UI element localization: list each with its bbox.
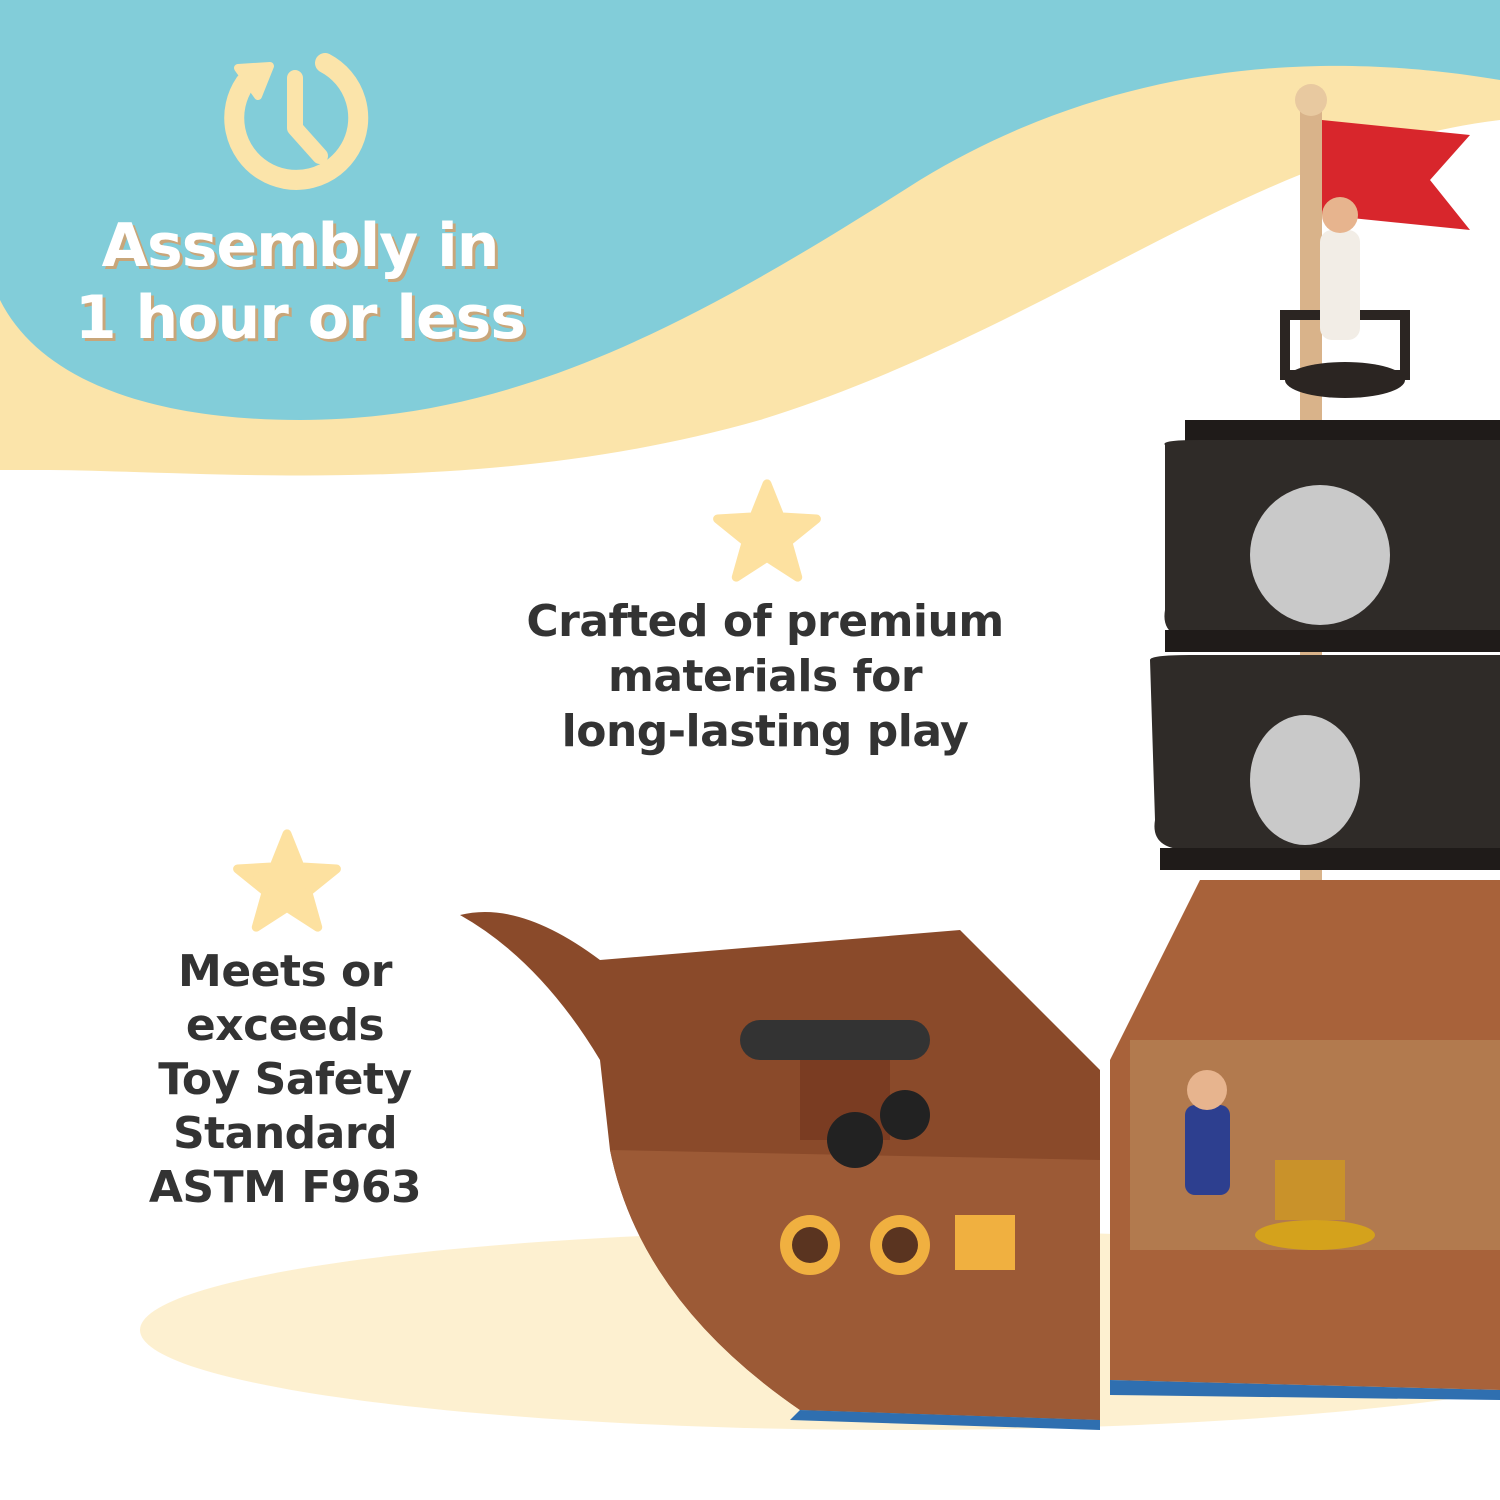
- pirate-figure-lookout: [1320, 230, 1360, 340]
- feature-line: ASTM F963: [148, 1162, 422, 1213]
- teal-wave: [0, 0, 1500, 420]
- feature-line: Toy Safety: [158, 1054, 412, 1105]
- skull-emblem: [1250, 485, 1390, 625]
- star-icon: [233, 829, 341, 932]
- feature-safety-standard: Meets or exceeds Toy Safety Standard AST…: [100, 945, 470, 1215]
- feature-line: long-lasting play: [561, 706, 969, 757]
- feature-line: Crafted of premium: [526, 596, 1004, 647]
- feature-line: Meets or: [178, 946, 392, 997]
- pirate-figure-captain: [1185, 1105, 1230, 1195]
- feature-line: exceeds: [185, 1000, 385, 1051]
- feature-line: materials for: [607, 651, 923, 702]
- feature-premium-materials: Crafted of premium materials for long-la…: [470, 594, 1060, 759]
- red-flag: [1322, 120, 1470, 230]
- skull-emblem: [1250, 715, 1360, 845]
- feature-line: Standard: [172, 1108, 398, 1159]
- pirate-ship-toy-image: [460, 84, 1500, 1430]
- cannon: [740, 1020, 930, 1060]
- headline-line: 1 hour or less: [74, 283, 526, 353]
- assembly-headline: Assembly in 1 hour or less: [40, 210, 560, 354]
- headline-line: Assembly in: [101, 211, 500, 281]
- star-icon: [713, 479, 821, 582]
- clock-refresh-icon: [224, 53, 369, 190]
- treasure-chest: [1275, 1160, 1345, 1220]
